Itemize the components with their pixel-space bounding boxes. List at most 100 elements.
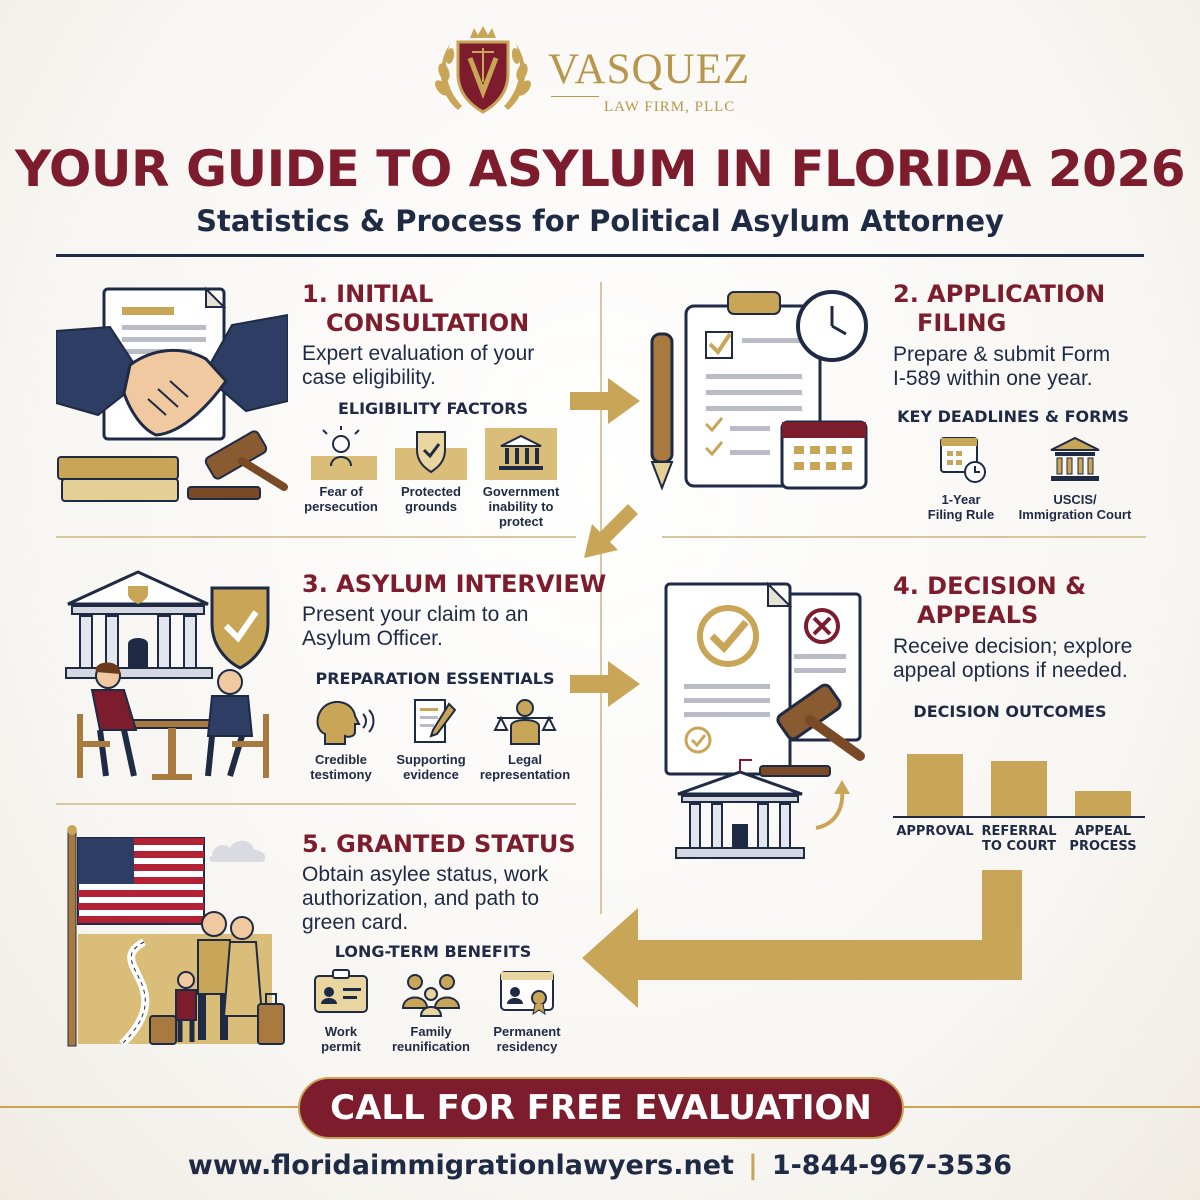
residency-label-line-1: Permanent xyxy=(493,1024,561,1039)
feature-one-year-filing-rule: 1-Year Filing Rule xyxy=(912,434,1010,522)
step-5-desc-line-2: authorization, and path to xyxy=(302,887,540,910)
website-link[interactable]: www.floridaimmigrationlawyers.net xyxy=(187,1150,734,1181)
step-1-description: Expert evaluation of your case eligibili… xyxy=(302,342,534,390)
government-label-line-1: Government xyxy=(482,484,560,499)
contact-line: www.floridaimmigrationlawyers.net | 1-844-… xyxy=(0,1150,1200,1181)
interview-table-icon xyxy=(131,719,213,780)
residency-label-line-2: residency xyxy=(496,1039,558,1054)
id-card-icon xyxy=(314,969,368,1013)
family-label-line-2: reunification xyxy=(391,1039,470,1054)
feature-fear-of-persecution: Fear of persecution xyxy=(292,426,390,514)
step-4-description: Receive decision; explore appeal options… xyxy=(893,635,1132,683)
page-title: YOUR GUIDE TO ASYLUM IN FLORIDA 2026 xyxy=(15,140,1186,198)
step-4-title-line-2: APPEALS xyxy=(917,601,1039,629)
step-1-title-line-2: CONSULTATION xyxy=(326,309,530,337)
preparation-essentials-heading: PREPARATION ESSENTIALS xyxy=(315,669,555,688)
step-5-description: Obtain asylee status, work authorization… xyxy=(302,863,548,935)
uscis-label-line-2: Immigration Court xyxy=(1018,507,1132,522)
representation-label-line-1: Legal xyxy=(508,752,542,767)
testimony-label-line-2: testimony xyxy=(310,767,372,782)
government-label-line-2: inability to xyxy=(488,499,554,514)
title-divider xyxy=(56,254,1144,257)
feature-supporting-evidence: Supporting evidence xyxy=(382,694,480,782)
fear-icon xyxy=(311,426,377,480)
arrow-return-left-icon xyxy=(582,870,1022,1008)
decision-illustration-icon xyxy=(664,581,865,859)
step-1-desc-line-1: Expert evaluation of your xyxy=(302,342,535,365)
government-building-icon xyxy=(65,570,213,679)
feature-protected-grounds: Protected grounds xyxy=(382,426,480,514)
row-divider-left-1 xyxy=(56,536,576,538)
courthouse-icon xyxy=(675,759,805,859)
step-3-desc-line-2: Asylum Officer. xyxy=(302,627,443,650)
handshake-icon xyxy=(56,313,288,437)
eligibility-factors-heading: ELIGIBILITY FACTORS xyxy=(337,399,529,418)
long-term-benefits-heading: LONG-TERM BENEFITS xyxy=(334,942,532,961)
us-flag-icon xyxy=(77,837,205,925)
step-4-desc-line-1: Receive decision; explore xyxy=(893,635,1133,658)
filing-rule-label-line-2: Filing Rule xyxy=(927,507,995,522)
step-1-title-line-1: 1. INITIAL xyxy=(302,280,434,308)
gavel-icon xyxy=(759,683,865,777)
testimony-label-line-1: Credible xyxy=(314,752,367,767)
step-5-desc-line-1: Obtain asylee status, work xyxy=(302,863,549,886)
document-pen-icon xyxy=(414,699,457,743)
appeal-arrow-icon xyxy=(815,780,850,830)
step-1-title: 1. INITIAL CONSULTATION xyxy=(302,280,529,338)
shield-check-icon xyxy=(210,586,270,670)
free-evaluation-button[interactable]: CALL FOR FREE EVALUATION xyxy=(298,1077,904,1139)
chart-bar-1 xyxy=(907,754,963,816)
officer-person-icon xyxy=(205,669,269,778)
step-2-desc-line-1: Prepare & submit Form xyxy=(893,343,1111,366)
family-label-line-1: Family xyxy=(410,1024,452,1039)
step-2-description: Prepare & submit Form I-589 within one y… xyxy=(893,343,1110,391)
courthouse-icon xyxy=(1050,436,1100,481)
feature-legal-representation: Legal representation xyxy=(472,694,578,782)
protected-label-line-2: grounds xyxy=(405,499,457,514)
fear-label-line-1: Fear of xyxy=(319,484,363,499)
evidence-label-line-2: evidence xyxy=(403,767,459,782)
laurel-wreath-icon xyxy=(435,44,531,110)
key-deadlines-heading: KEY DEADLINES & FORMS xyxy=(897,407,1129,426)
feature-uscis-immigration-court: USCIS/ Immigration Court xyxy=(1010,434,1140,522)
decision-outcomes-heading: DECISION OUTCOMES xyxy=(913,702,1107,721)
feature-work-permit: Work permit xyxy=(292,966,390,1054)
chart-bar-2 xyxy=(991,761,1047,816)
step-5-desc-line-3: green card. xyxy=(302,911,409,934)
firm-name-divider xyxy=(551,96,599,97)
step-3-description: Present your claim to an Asylum Officer. xyxy=(302,603,528,651)
pen-icon xyxy=(650,332,674,491)
step-2-desc-line-2: I-589 within one year. xyxy=(893,367,1093,390)
granted-status-illustration-icon xyxy=(67,825,285,1047)
flag-pole-icon xyxy=(67,825,77,1047)
step-2-title-line-1: 2. APPLICATION xyxy=(893,280,1106,308)
contact-separator: | xyxy=(747,1150,758,1181)
government-building-icon xyxy=(485,428,557,480)
row-divider-left-2 xyxy=(56,803,576,805)
handshake-illustration-icon xyxy=(56,286,288,502)
step-4-title-line-1: 4. DECISION & xyxy=(893,572,1087,600)
feature-credible-testimony: Credible testimony xyxy=(292,694,390,782)
firm-subtitle: LAW FIRM, PLLC xyxy=(604,99,736,115)
page-subtitle: Statistics & Process for Political Asylu… xyxy=(196,204,1004,238)
step-2-title: 2. APPLICATION FILING xyxy=(893,280,1105,338)
family-icon xyxy=(175,911,264,1042)
shield-check-icon xyxy=(395,431,467,480)
step-4-title: 4. DECISION & APPEALS xyxy=(893,572,1086,630)
uscis-label-line-1: USCIS/ xyxy=(1053,492,1097,507)
applicant-person-icon xyxy=(77,662,138,778)
representation-label-line-2: representation xyxy=(479,767,571,782)
step-2-title-line-2: FILING xyxy=(917,309,1007,337)
approved-document-icon xyxy=(664,581,793,776)
family-icon xyxy=(401,974,461,1017)
phone-link[interactable]: 1-844-967-3536 xyxy=(771,1150,1013,1181)
chart-category-label-1: APPROVAL xyxy=(896,824,974,839)
work-permit-label-line-1: Work xyxy=(324,1024,358,1039)
residency-card-icon xyxy=(500,971,554,1016)
luggage-icon xyxy=(149,993,285,1045)
speaking-head-icon xyxy=(316,700,375,745)
chart-bar-3 xyxy=(1075,791,1131,816)
